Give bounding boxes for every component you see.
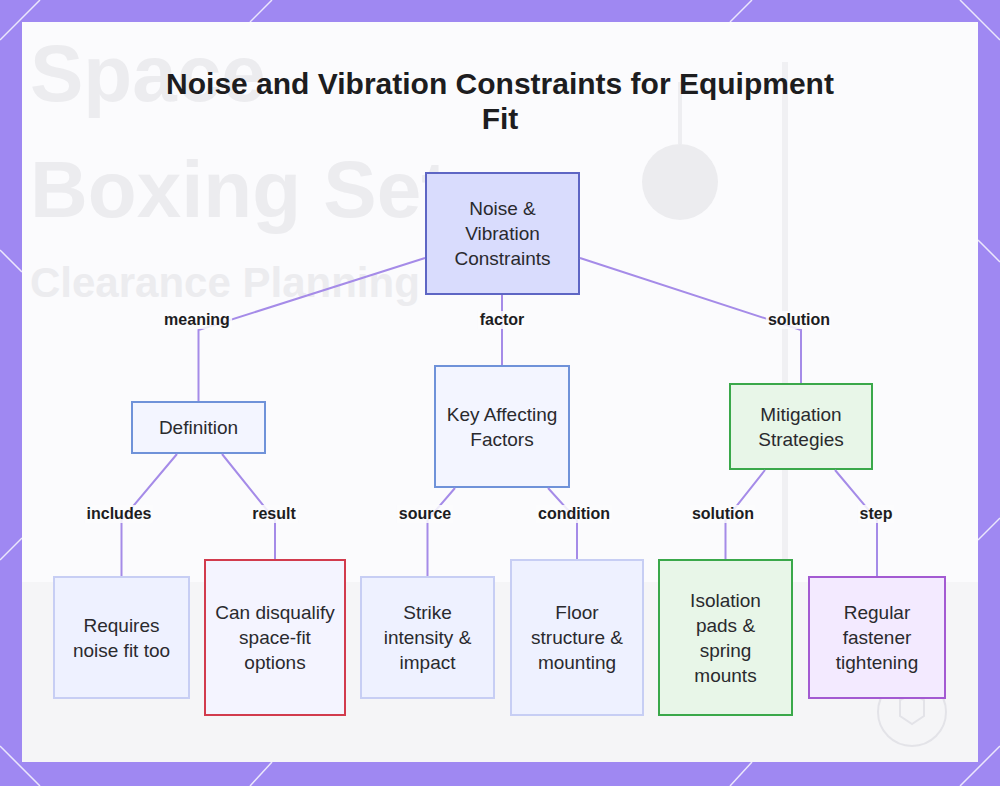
text-stack: Regular fastener tightening — [818, 600, 936, 675]
detail-box: Strike intensity & impact — [360, 576, 495, 699]
text-stack: Strike intensity & impact — [370, 600, 485, 675]
text-stack: Mitigation Strategies — [739, 402, 863, 452]
connector-line — [548, 488, 577, 559]
node-text: Key Affecting Factors — [444, 402, 560, 452]
connector-line — [835, 470, 877, 576]
edge-label: step — [858, 505, 895, 523]
edge-label: includes — [85, 505, 154, 523]
connector-line — [199, 258, 426, 401]
node-text: Can disqualify space-fit options — [214, 600, 336, 675]
node-text: Floor structure & mounting — [520, 600, 634, 675]
diagram-title: Noise and Vibration Constraints for Equi… — [150, 66, 850, 136]
warning-box: Can disqualify space-fit options — [204, 559, 346, 716]
root-box: Noise & Vibration Constraints — [425, 172, 580, 295]
text-stack: Key Affecting Factors — [444, 402, 560, 452]
node-text: Requires noise fit too — [63, 613, 180, 663]
node-text: Strike intensity & impact — [370, 600, 485, 675]
edge-label: result — [250, 505, 298, 523]
edge-label: factor — [478, 311, 526, 329]
solution-category-box: Mitigation Strategies — [729, 383, 873, 470]
step-box: Regular fastener tightening — [808, 576, 946, 699]
detail-box: Floor structure & mounting — [510, 559, 644, 716]
node-text: Mitigation Strategies — [739, 402, 863, 452]
text-stack: Floor structure & mounting — [520, 600, 634, 675]
node-text: Regular fastener tightening — [818, 600, 936, 675]
text-stack: Requires noise fit too — [63, 613, 180, 663]
text-stack: Noise & Vibration Constraints — [435, 196, 570, 271]
node-text: Noise & Vibration Constraints — [435, 196, 570, 271]
connector-line — [428, 488, 456, 576]
edge-label: meaning — [162, 311, 232, 329]
node-text: Isolation pads & spring mounts — [668, 588, 783, 688]
edge-label: condition — [536, 505, 612, 523]
edge-label: solution — [690, 505, 756, 523]
solution-box: Isolation pads & spring mounts — [658, 559, 793, 716]
connector-line — [501, 295, 503, 365]
edge-label: solution — [766, 311, 832, 329]
category-box: Key Affecting Factors — [434, 365, 570, 488]
detail-box: Requires noise fit too — [53, 576, 190, 699]
text-stack: Can disqualify space-fit options — [214, 600, 336, 675]
edge-label: source — [397, 505, 453, 523]
text-stack: Definition — [159, 415, 238, 440]
category-box: Definition — [131, 401, 266, 454]
text-stack: Isolation pads & spring mounts — [668, 588, 783, 688]
node-text: Definition — [159, 415, 238, 440]
watermark-text: Clearance Planning — [30, 262, 420, 304]
